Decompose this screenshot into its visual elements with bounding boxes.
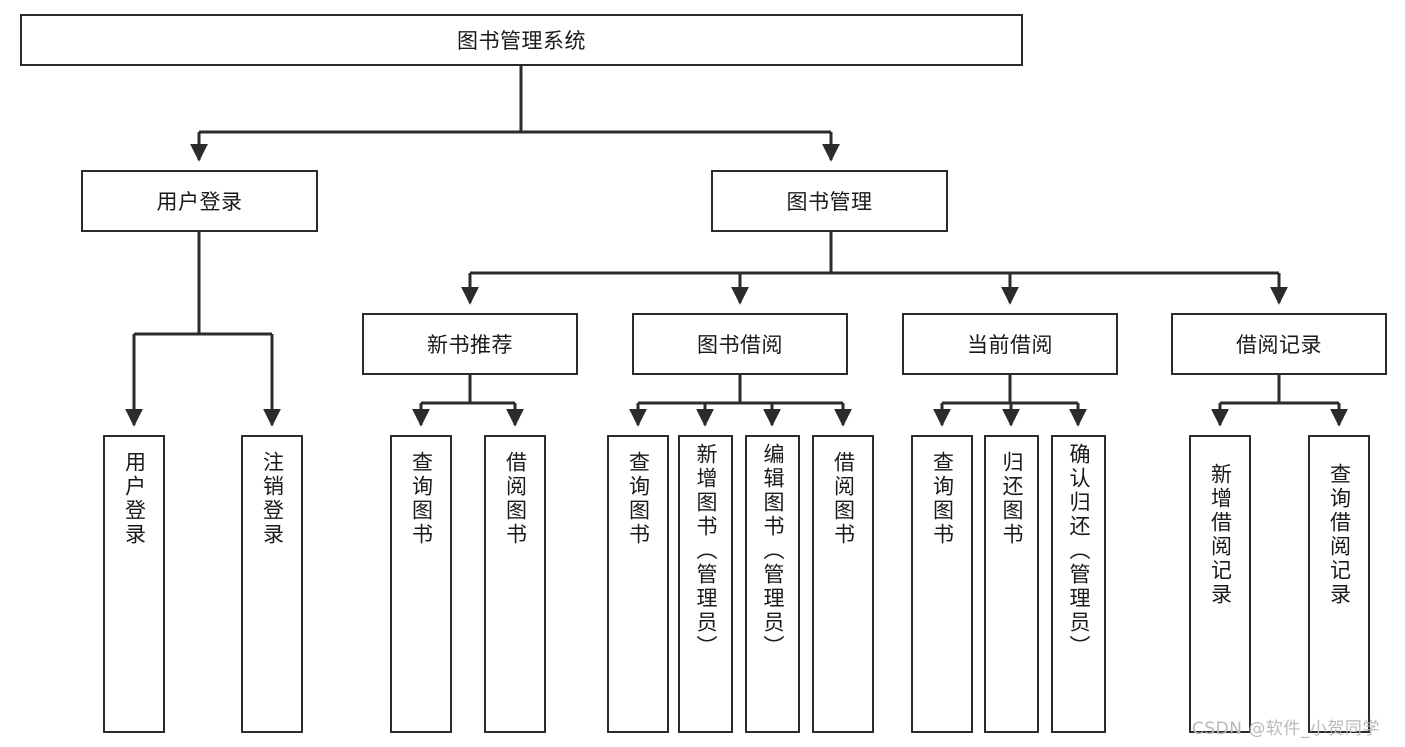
node-leaf-borrow-book-1-label: 借阅图书 xyxy=(503,451,528,547)
node-leaf-confirm-return[interactable]: 确认归还（管理员） xyxy=(1051,435,1106,733)
node-book-manage[interactable]: 图书管理 xyxy=(711,170,948,232)
node-leaf-query-book-3[interactable]: 查询图书 xyxy=(911,435,973,733)
node-leaf-query-record[interactable]: 查询借阅记录 xyxy=(1308,435,1370,733)
node-current-borrow[interactable]: 当前借阅 xyxy=(902,313,1118,375)
node-leaf-edit-book[interactable]: 编辑图书（管理员） xyxy=(745,435,800,733)
watermark-text: CSDN @软件_小贺同学 xyxy=(1192,719,1380,739)
node-current-borrow-label: 当前借阅 xyxy=(967,333,1053,357)
node-leaf-borrow-book-2[interactable]: 借阅图书 xyxy=(812,435,874,733)
node-leaf-return-book[interactable]: 归还图书 xyxy=(984,435,1039,733)
node-root-label: 图书管理系统 xyxy=(457,29,586,53)
node-leaf-user-login[interactable]: 用户登录 xyxy=(103,435,165,733)
node-leaf-query-book-1-label: 查询图书 xyxy=(409,451,434,547)
node-leaf-borrow-book-1[interactable]: 借阅图书 xyxy=(484,435,546,733)
node-book-manage-label: 图书管理 xyxy=(786,190,873,214)
node-leaf-confirm-return-label: 确认归还（管理员） xyxy=(1067,443,1091,659)
node-leaf-logout-label: 注销登录 xyxy=(260,451,285,547)
node-user-login-label: 用户登录 xyxy=(156,190,243,214)
node-leaf-query-record-label: 查询借阅记录 xyxy=(1327,463,1352,607)
node-new-book-rec[interactable]: 新书推荐 xyxy=(362,313,578,375)
node-root[interactable]: 图书管理系统 xyxy=(20,14,1023,66)
node-leaf-add-record[interactable]: 新增借阅记录 xyxy=(1189,435,1251,733)
node-book-borrow-label: 图书借阅 xyxy=(697,333,783,357)
node-leaf-user-login-label: 用户登录 xyxy=(122,451,147,547)
node-leaf-edit-book-label: 编辑图书（管理员） xyxy=(761,443,785,659)
node-leaf-query-book-2[interactable]: 查询图书 xyxy=(607,435,669,733)
node-borrow-record-label: 借阅记录 xyxy=(1236,333,1322,357)
node-leaf-query-book-3-label: 查询图书 xyxy=(930,451,955,547)
node-leaf-query-book-2-label: 查询图书 xyxy=(626,451,651,547)
node-leaf-borrow-book-2-label: 借阅图书 xyxy=(831,451,856,547)
node-leaf-add-book-label: 新增图书（管理员） xyxy=(694,443,718,659)
node-leaf-add-book[interactable]: 新增图书（管理员） xyxy=(678,435,733,733)
node-leaf-add-record-label: 新增借阅记录 xyxy=(1208,463,1233,607)
node-user-login[interactable]: 用户登录 xyxy=(81,170,318,232)
node-borrow-record[interactable]: 借阅记录 xyxy=(1171,313,1387,375)
node-new-book-rec-label: 新书推荐 xyxy=(427,333,513,357)
node-leaf-query-book-1[interactable]: 查询图书 xyxy=(390,435,452,733)
node-leaf-return-book-label: 归还图书 xyxy=(1000,451,1024,547)
node-book-borrow[interactable]: 图书借阅 xyxy=(632,313,848,375)
node-leaf-logout[interactable]: 注销登录 xyxy=(241,435,303,733)
